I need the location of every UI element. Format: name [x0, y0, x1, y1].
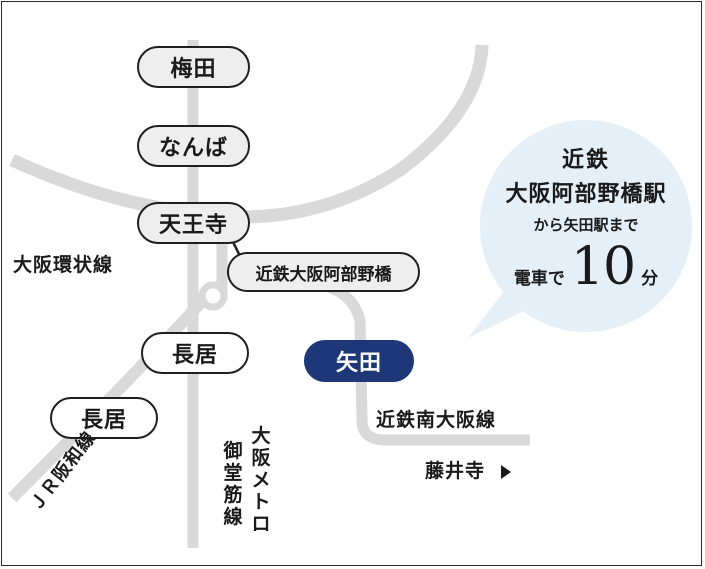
station-nagai-jr[interactable]: 長居 [50, 397, 158, 439]
metro-col2-char-0: 御 [223, 440, 243, 462]
loop-line-label: 大阪環状線 [13, 254, 114, 276]
loop-line [9, 44, 489, 224]
callout-prefix: 電車で [513, 269, 565, 289]
arrow-right-icon [500, 464, 511, 479]
callout-time: 電車で 10 分 [514, 237, 658, 297]
metro-col2-char-2: 筋 [223, 484, 243, 506]
callout-line3: から矢田駅まで [533, 216, 639, 234]
callout-line1: 近鉄 [561, 148, 610, 173]
station-umeda[interactable]: 梅田 [137, 46, 250, 88]
metro-line-label-col2: 御堂筋線 [222, 440, 244, 528]
metro-col1-char-1: 阪 [251, 447, 271, 469]
fujiidera-label: 藤井寺 [425, 456, 511, 483]
callout-minutes: 10 [570, 237, 636, 297]
jr-hanwa-line [7, 293, 210, 503]
travel-time-callout: 近鉄 大阪阿部野橋駅 から矢田駅まで 電車で 10 分 [480, 120, 692, 332]
station-namba[interactable]: なんば [137, 125, 250, 167]
station-tennoji[interactable]: 天王寺 [137, 202, 250, 244]
fujiidera-text: 藤井寺 [425, 460, 486, 482]
station-abenobashi[interactable]: 近鉄大阪阿部野橋 [227, 252, 420, 292]
callout-line2: 大阪阿部野橋駅 [505, 182, 667, 207]
metro-col1-char-2: メ [251, 469, 271, 491]
junction-node [198, 281, 228, 311]
metro-col1-char-0: 大 [251, 425, 271, 447]
callout-unit: 分 [641, 269, 659, 289]
metro-line-label-col1: 大阪メトロ [250, 425, 272, 535]
metro-col2-char-3: 線 [223, 506, 243, 528]
kintetsu-line-label: 近鉄南大阪線 [376, 409, 497, 431]
station-yata[interactable]: 矢田 [304, 340, 414, 382]
metro-col1-char-4: ロ [251, 513, 271, 535]
metro-col2-char-1: 堂 [223, 462, 243, 484]
metro-col1-char-3: ト [251, 491, 271, 513]
station-nagai-subway[interactable]: 長居 [141, 332, 249, 374]
